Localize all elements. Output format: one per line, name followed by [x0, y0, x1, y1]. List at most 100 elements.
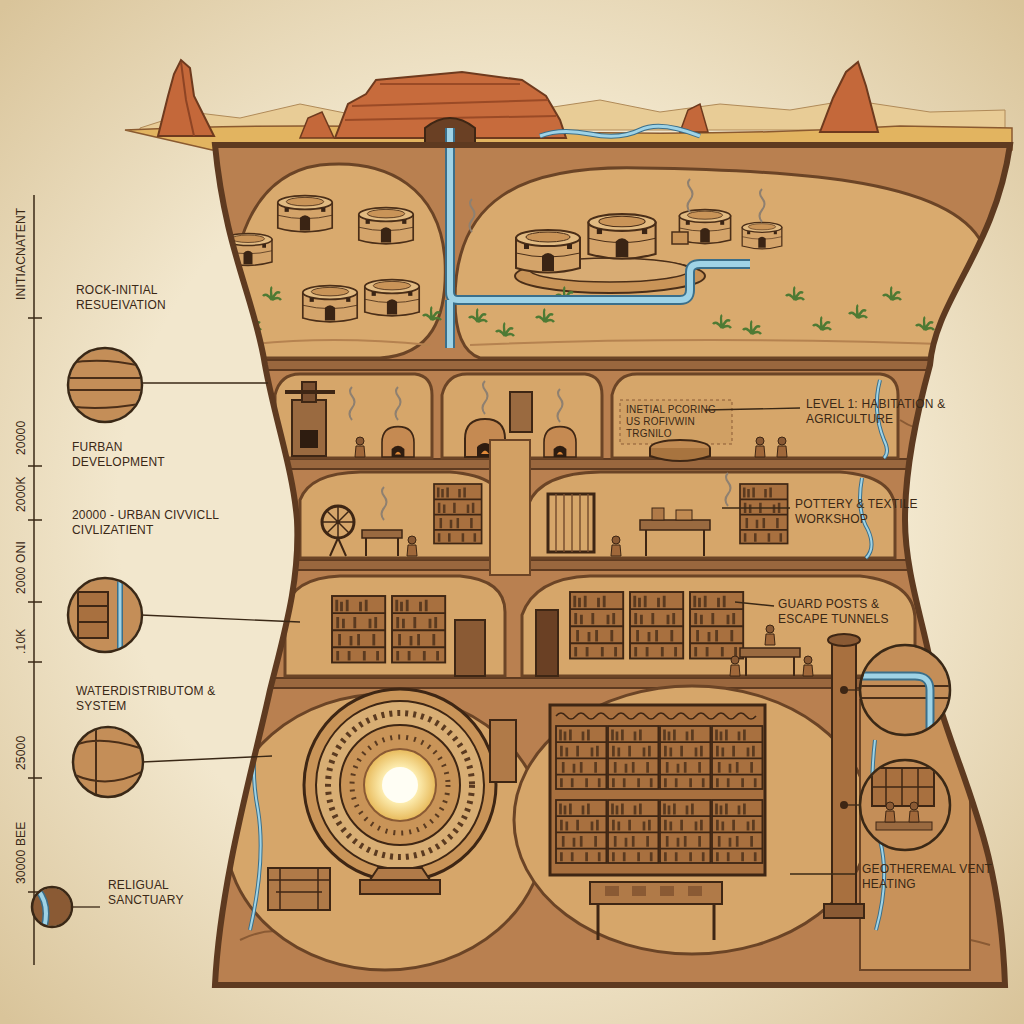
level-2-workshops	[396, 387, 401, 420]
level-2-workshops	[483, 381, 488, 414]
timeline-label: 25000	[14, 736, 29, 770]
callout-insets	[60, 340, 150, 430]
timeline-label: 30000 BEE	[14, 821, 29, 884]
callout-insets	[872, 768, 934, 806]
callout-insets	[885, 802, 895, 822]
level-2-workshops	[285, 390, 335, 394]
level-4-guard-posts	[803, 656, 813, 676]
leader-lines	[141, 615, 300, 622]
level-3-pottery-textile	[640, 520, 710, 530]
timeline-axis	[28, 465, 42, 467]
level-4-guard-posts	[740, 648, 800, 657]
level-5-sanctuary	[316, 701, 484, 869]
level-5-sanctuary	[514, 686, 870, 954]
level-1-chambers	[470, 199, 475, 232]
callout-insets	[60, 340, 150, 430]
level-3-pottery-textile	[362, 530, 402, 538]
level-5-sanctuary	[608, 726, 658, 789]
level-3-pottery-textile	[434, 484, 482, 544]
level-5-sanctuary	[608, 800, 658, 863]
level-4-guard-posts	[536, 610, 558, 676]
level-5-sanctuary	[556, 800, 606, 863]
level-dividers	[200, 360, 1020, 688]
level-1-chambers	[688, 179, 693, 212]
timeline-axis	[28, 777, 42, 779]
underground-levels	[200, 140, 1020, 1000]
level-4-guard-posts	[455, 620, 485, 676]
surface-landscape	[680, 104, 708, 132]
level-5-sanctuary	[550, 705, 765, 875]
era-label: FURBAN DEVELOPMENT	[72, 440, 182, 469]
surface-landscape	[540, 126, 700, 136]
surface-landscape	[820, 62, 878, 132]
level-2-workshops	[877, 380, 887, 458]
callout-insets	[858, 758, 953, 853]
leader-lines	[71, 906, 100, 907]
water-pipe	[450, 128, 750, 348]
level-5-sanctuary	[370, 868, 430, 880]
timeline-axis	[33, 195, 35, 965]
level-1-chambers	[742, 222, 782, 248]
callout-insets	[858, 644, 953, 739]
leader-lines	[141, 382, 268, 383]
level-5-sanctuary	[632, 886, 646, 896]
level-5-sanctuary	[660, 886, 674, 896]
level-4-guard-posts	[570, 592, 623, 659]
callout-insets	[862, 676, 930, 740]
level-1-chambers	[278, 196, 332, 232]
level-4-guard-posts	[746, 657, 794, 676]
level-5-sanctuary	[660, 726, 710, 789]
level-5-sanctuary	[660, 800, 710, 863]
level-5-sanctuary	[832, 640, 856, 912]
level-label: GUARD POSTS & ESCAPE TUNNELS	[778, 597, 918, 626]
callout-insets	[30, 340, 953, 930]
level-1-chambers	[224, 164, 989, 358]
surface-landscape	[158, 60, 214, 136]
level-3-pottery-textile	[740, 484, 788, 544]
level-5-sanctuary	[598, 904, 714, 940]
level-1-chambers	[469, 309, 487, 322]
level-5-sanctuary	[490, 720, 516, 782]
timeline-label: 2000K	[14, 476, 29, 512]
level-5-sanctuary	[364, 749, 436, 821]
level-3-pottery-textile	[300, 472, 505, 558]
level-5-sanctuary	[328, 713, 472, 857]
callout-insets	[862, 676, 930, 740]
surface-landscape	[125, 60, 1012, 150]
leader-lines	[705, 408, 800, 410]
leader-lines	[735, 602, 774, 606]
callout-insets	[858, 644, 953, 740]
level-2-workshops	[510, 392, 532, 432]
level-4-guard-posts	[730, 656, 740, 676]
level-1-chambers	[303, 286, 357, 322]
level-2-workshops	[558, 389, 563, 422]
level-3-pottery-textile	[860, 478, 872, 558]
level-2-workshops	[620, 400, 732, 444]
level-1-chambers	[786, 287, 804, 300]
level-3-pottery-textile	[490, 440, 530, 575]
callout-insets	[60, 570, 150, 660]
level-1-chambers	[516, 230, 580, 273]
level-5-sanctuary	[824, 904, 864, 918]
leader-lines	[71, 383, 861, 907]
level-2-workshops	[292, 400, 326, 456]
callout-insets	[78, 606, 108, 622]
level-2-workshops	[612, 374, 898, 458]
level-1-chambers	[536, 309, 554, 322]
level-3-pottery-textile	[548, 494, 594, 552]
level-3-pottery-textile	[860, 478, 872, 558]
level-2-workshops	[755, 437, 765, 457]
level-label: GEOTHEREMAL VENT HEATING	[862, 862, 1012, 891]
level-5-sanctuary	[225, 634, 970, 970]
water-pipe	[450, 128, 750, 348]
level-5-sanctuary	[712, 800, 762, 863]
level-3-pottery-textile	[646, 530, 704, 556]
level-5-sanctuary	[268, 868, 330, 910]
level-4-guard-posts	[332, 596, 385, 663]
callout-insets	[78, 592, 108, 638]
system-label: WATERDISTRIBUTOM & SYSTEM	[76, 684, 226, 713]
level-4-guard-posts	[285, 576, 915, 676]
